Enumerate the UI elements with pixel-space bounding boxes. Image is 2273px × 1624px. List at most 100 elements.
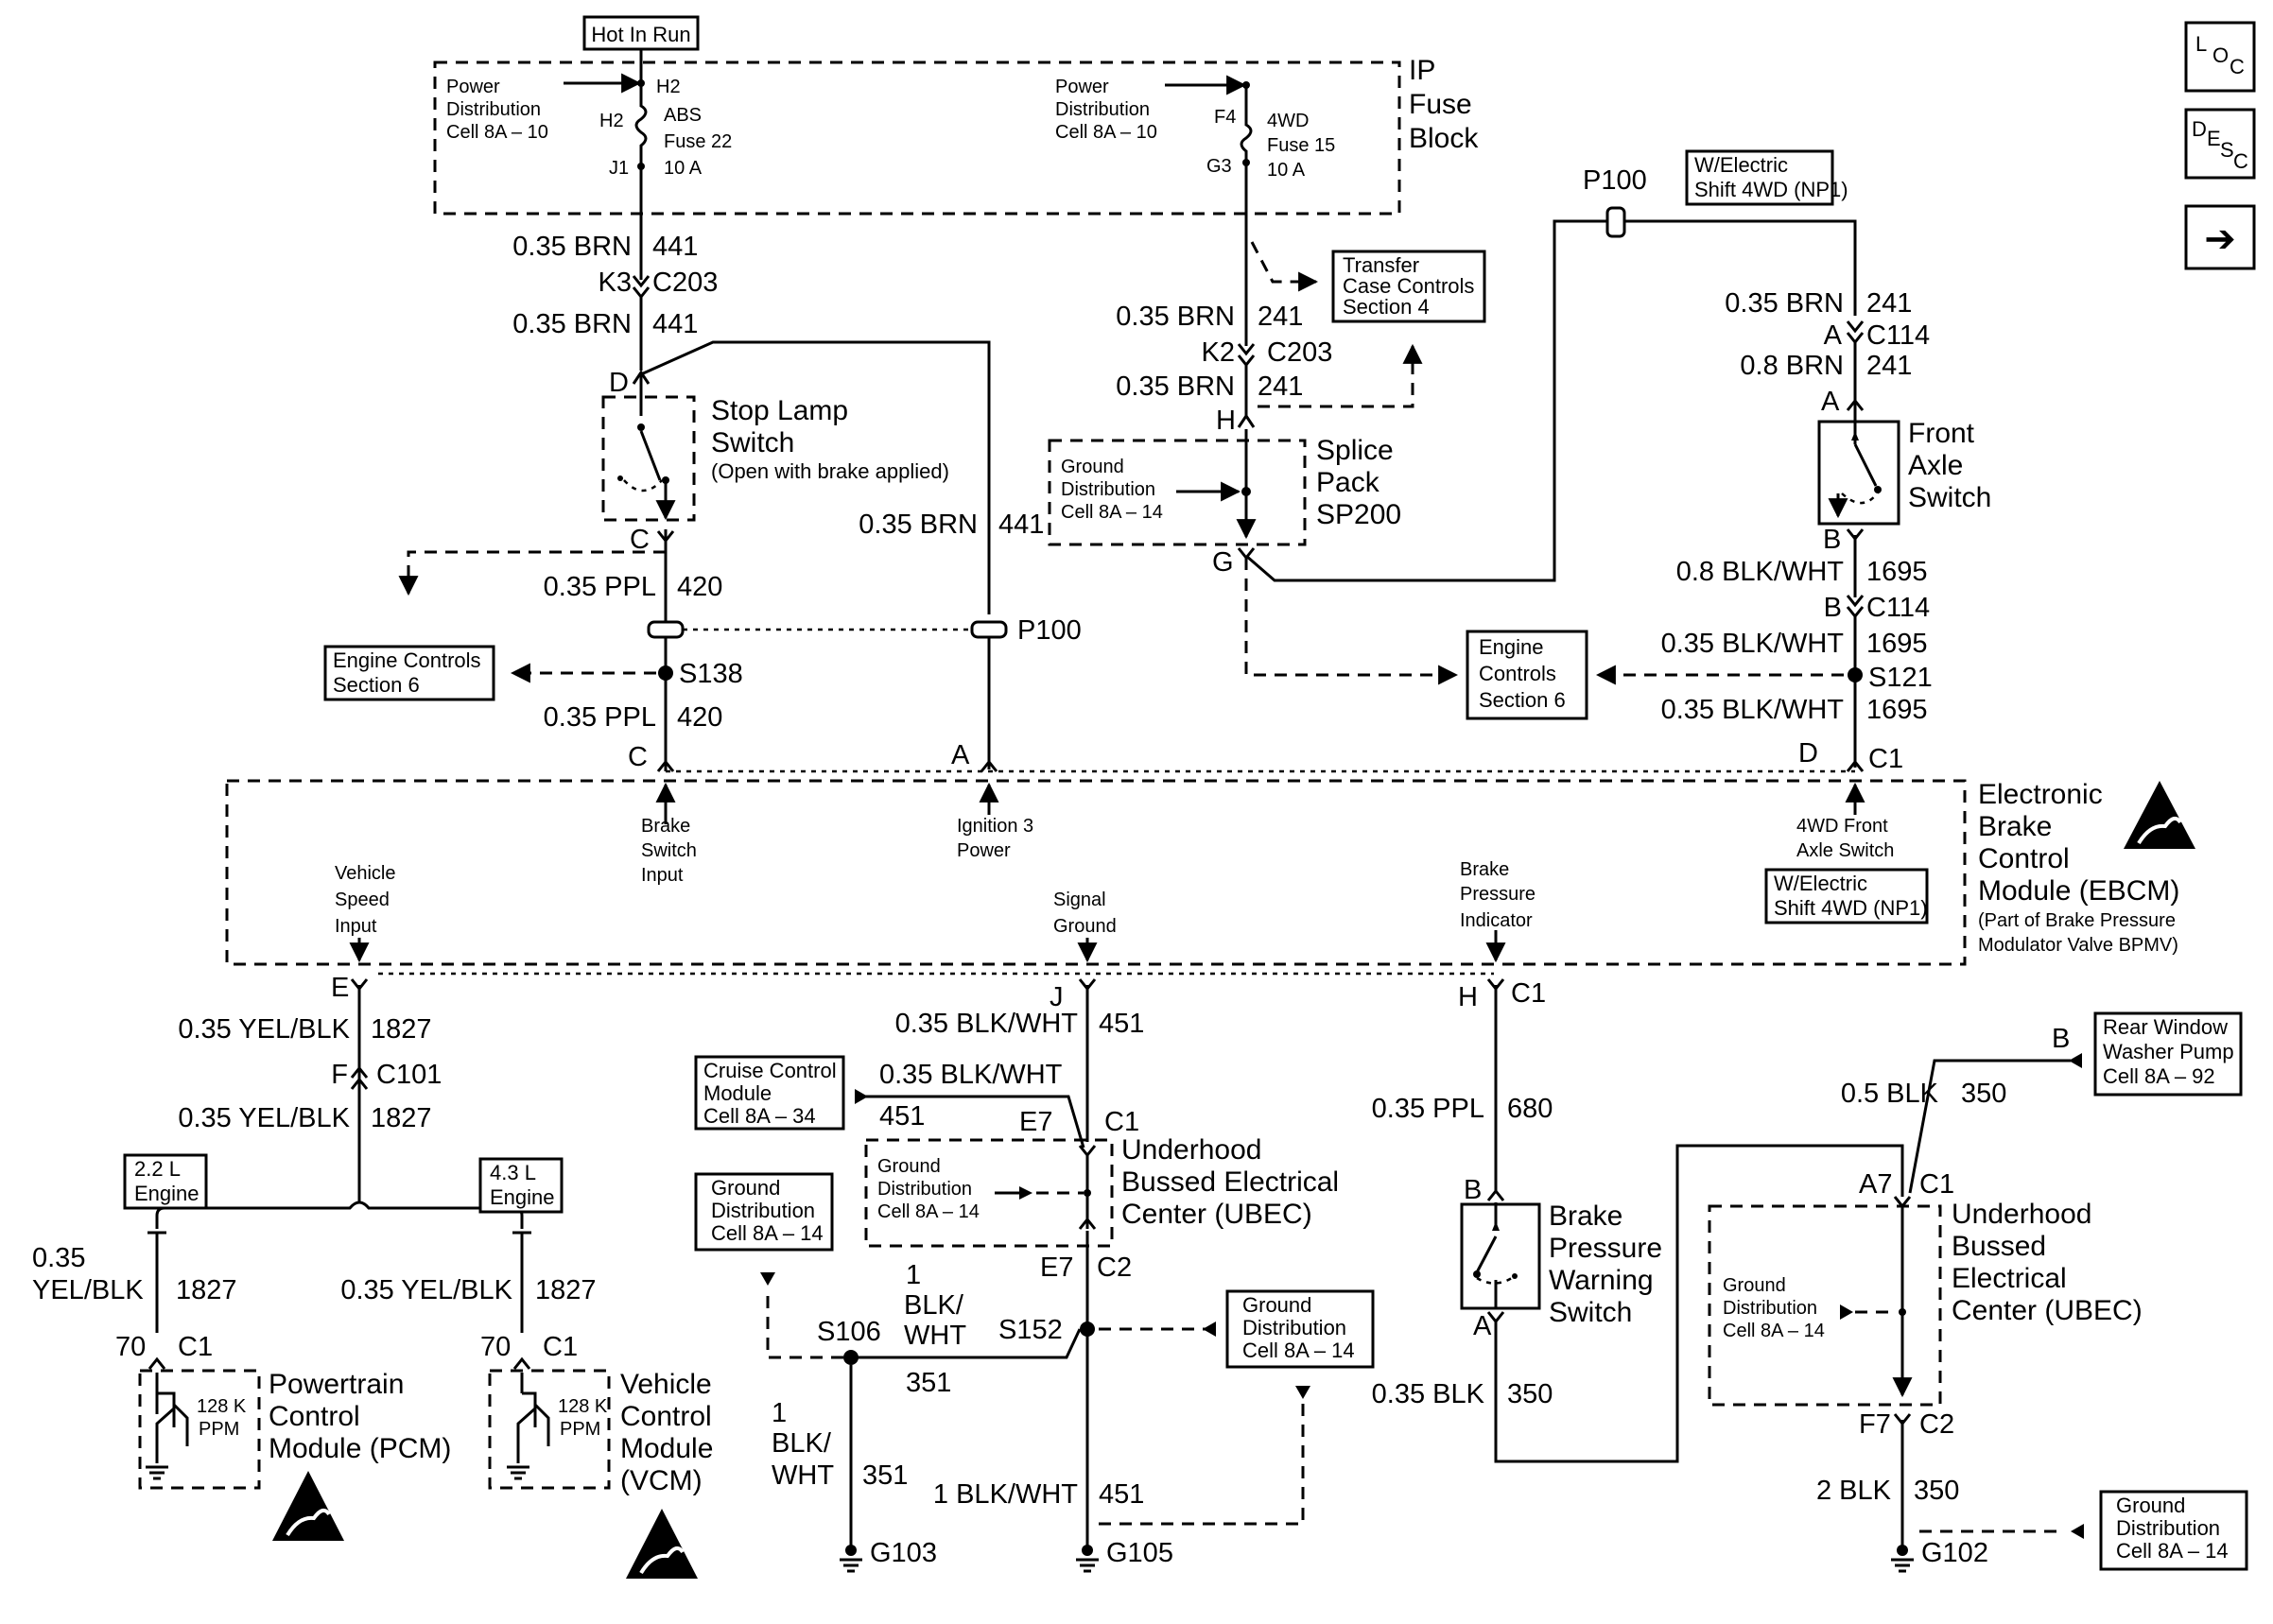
cruise-ref-1: Cruise Control [703,1059,837,1082]
cruise-ref-box[interactable] [694,1055,845,1131]
wire-label-420b-size: 0.35 PPL [544,702,656,733]
conn-b-fas: B [1823,525,1841,555]
s106-ref-link [766,1289,843,1359]
conn-a7: A7 [1859,1169,1892,1200]
wire-p100-to-c114 [1624,219,1857,316]
conn-c1-top: C1 [1868,744,1903,774]
engine-controls-right-box[interactable] [1466,630,1588,720]
g105-ref-link [1099,1401,1305,1526]
engine-22-1: 2.2 L [134,1157,181,1181]
ubec1-title-3: Center (UBEC) [1121,1199,1312,1230]
ground-ref-mid-3: Cell 8A – 14 [1242,1339,1355,1362]
sp200-g-ref-arrow [1244,558,1459,685]
wire-1827-pcm [147,1231,166,1333]
ground-g102: G102 [1921,1538,1988,1568]
ebcm-ignition-2: Power [957,840,1011,861]
desc-button-frame[interactable] [2184,108,2256,180]
ground-g103: G103 [870,1538,937,1568]
ubec2-title-4: Center (UBEC) [1952,1295,2143,1326]
pcm-outline [138,1369,261,1490]
sls-spring-end [617,475,623,481]
pd-right-1: Power [1055,77,1109,97]
ground-ref-mid-box[interactable] [1225,1289,1375,1369]
wire-451-cruise [855,1095,1085,1149]
pin-f4: F4 [1214,107,1236,128]
ubec1-ground-1: Ground [877,1156,941,1177]
conn-d-c1: D [1798,738,1818,769]
next-button-frame[interactable] [2184,204,2256,270]
fuse-block-title-1: IP [1409,55,1435,86]
ground-ref-mid-1: Ground [1242,1293,1311,1317]
ground-ref-left-3: Cell 8A – 14 [711,1221,824,1245]
np1-top-2: Shift 4WD (NP1) [1694,178,1848,201]
next-arrow-button[interactable]: ➔ [2184,204,2256,270]
conn-c114-b: C114 [1866,593,1930,623]
pd-right-3: Cell 8A – 10 [1055,122,1157,143]
ubec1-title-1: Underhood [1121,1134,1261,1166]
vcm-title-2: Control [620,1401,712,1432]
np1-box-ebcm [1764,868,1929,924]
conn-a-bpws: A [1473,1311,1492,1341]
vcm-transistor [516,1373,550,1463]
transfer-case-ref-box[interactable] [1331,250,1486,323]
pd-left-3: Cell 8A – 10 [446,122,548,143]
engine-controls-right-3: Section 6 [1479,688,1566,712]
conn-c-b: C [628,742,648,772]
wire-label-1827a-size: 0.35 YEL/BLK [178,1014,350,1045]
conn-c203-a: C203 [652,268,718,298]
ppl-420-ref-arrow [398,550,666,596]
ebcm-title-1: Electronic [1978,779,2103,810]
loc-button-frame[interactable] [2184,21,2256,93]
vcm-title-1: Vehicle [620,1369,712,1400]
wire-label-1695a-num: 1695 [1866,557,1928,587]
fas-arrow-up [1851,431,1859,441]
conn-b-c114: B [1824,593,1842,623]
conn-b-bpws-symbol [1486,1188,1505,1201]
conn-h-c1: H [1458,982,1478,1012]
g102-ground-icon [1891,1558,1914,1573]
front-axle-switch-title-2: Axle [1908,450,1963,481]
abs-fuse-3: 10 A [664,158,703,179]
ground-ref-right-box[interactable] [2099,1490,2248,1571]
ground-ref-right-3: Cell 8A – 14 [2116,1539,2229,1563]
wire-label-241d-num: 241 [1866,351,1912,381]
front-axle-switch-title-3: Switch [1908,482,1991,513]
g105-ref-arrowhead [1295,1386,1310,1399]
rear-washer-ref-3: Cell 8A – 92 [2103,1064,2215,1088]
desc-button[interactable]: D E S C [2184,108,2256,180]
loc-button-label-o: O [2212,43,2229,67]
conn-a-c114: A [1824,320,1843,351]
conn-j: J [1050,982,1064,1012]
pcm-esd-icon [272,1471,344,1541]
splice-s121 [1848,667,1863,682]
engine-43-box [478,1157,564,1214]
wire-label-441b-size: 0.35 BRN [512,309,632,339]
wire-label-441a-size: 0.35 BRN [512,232,632,262]
wire-label-351b-4: 351 [862,1460,908,1491]
rear-washer-ref-box[interactable] [2093,1011,2243,1097]
ground-ref-left-box[interactable] [694,1172,834,1252]
wire-label-351a-4: 351 [906,1368,951,1398]
ubec2-outline [1708,1204,1942,1407]
wire-label-351b-3: WHT [772,1460,834,1491]
stop-lamp-switch-title-1: Stop Lamp [711,395,848,426]
loc-button-label: L [2195,32,2207,56]
loc-button[interactable]: L O C [2184,21,2256,93]
wire-label-350a-num: 350 [1507,1379,1553,1409]
conn-e7-b-symbol [1078,1217,1097,1230]
conn-g-sp: G [1212,547,1234,578]
fwd-fuse-2: Fuse 15 [1267,135,1335,156]
ground-ref-right-1: Ground [2116,1494,2185,1517]
bpws-spring [1476,1274,1516,1285]
pin-h2-top: H2 [656,77,681,97]
conn-a-fas-symbol [1846,398,1865,411]
conn-e7-a: E7 [1019,1107,1052,1137]
bpws-terminal [1473,1270,1481,1278]
wire-label-350b-num: 350 [1961,1079,2006,1109]
wire-label-441b-num: 441 [652,309,698,339]
engine-controls-left-box[interactable] [323,645,495,701]
ubec1-title-2: Bussed Electrical [1121,1166,1339,1198]
ppl-420-circuit: C 0.35 PPL 420 S138 Engine Controls Sect… [323,525,972,772]
ground-ref-left-2: Distribution [711,1199,815,1222]
